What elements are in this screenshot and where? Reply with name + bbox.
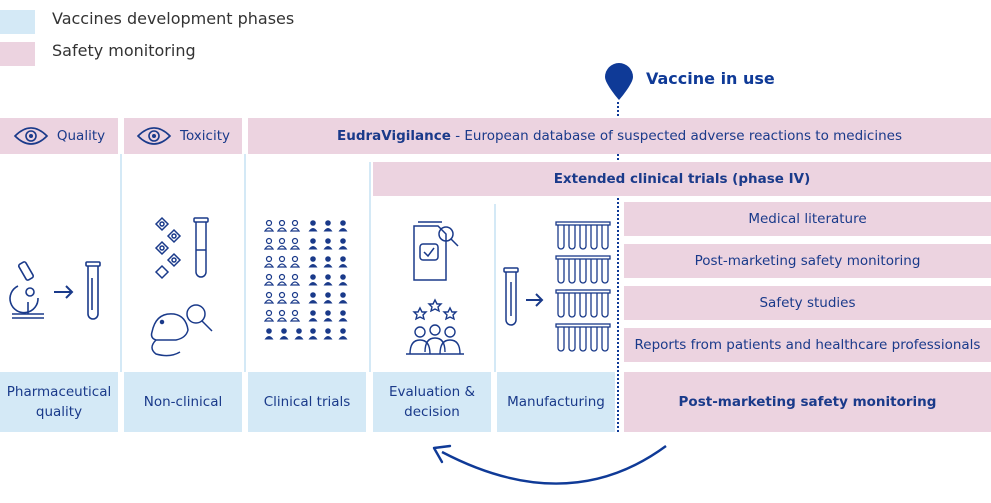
feedback-arrow-icon <box>428 438 672 490</box>
phase-label: Manufacturing <box>507 393 605 410</box>
post-item-medical-literature: Medical literature <box>624 202 991 236</box>
column-divider <box>120 154 122 372</box>
legend-swatch-development <box>0 10 35 34</box>
extended-trials-bar: Extended clinical trials (phase IV) <box>373 162 991 196</box>
phase-label-line: Pharmaceutical <box>6 383 112 400</box>
post-item-label: Medical literature <box>748 211 867 227</box>
eudravigilance-description: - European database of suspected adverse… <box>450 128 902 144</box>
phase-pharmaceutical-quality: Pharmaceutical quality <box>0 372 118 432</box>
legend-swatch-safety <box>0 42 35 66</box>
phase-non-clinical: Non-clinical <box>124 372 242 432</box>
column-divider <box>244 154 246 372</box>
extended-trials-label: Extended clinical trials (phase IV) <box>553 171 811 187</box>
quality-label: Quality <box>56 128 106 144</box>
column-divider <box>494 204 496 372</box>
phase-evaluation-decision: Evaluation & decision <box>373 372 491 432</box>
phase-label: Non-clinical <box>143 393 223 410</box>
legend-label-safety: Safety monitoring <box>52 41 196 60</box>
post-item-reports: Reports from patients and healthcare pro… <box>624 328 991 362</box>
eudravigilance-bar: EudraVigilance - European database of su… <box>248 118 991 154</box>
phase-manufacturing: Manufacturing <box>497 372 615 432</box>
phase-label: Post-marketing safety monitoring <box>678 393 937 410</box>
phase-post-marketing: Post-marketing safety monitoring <box>624 372 991 432</box>
cells-and-mouse-icon <box>146 214 216 364</box>
post-item-label: Post-marketing safety monitoring <box>694 253 921 269</box>
phase-label: Clinical trials <box>263 393 351 410</box>
quality-bar: Quality <box>0 118 118 154</box>
post-item-label: Safety studies <box>759 295 856 311</box>
phase-clinical-trials: Clinical trials <box>248 372 366 432</box>
column-divider <box>369 162 371 372</box>
post-item-safety-studies: Safety studies <box>624 286 991 320</box>
people-group-icon <box>264 220 354 358</box>
location-pin-icon <box>603 62 635 102</box>
toxicity-bar: Toxicity <box>124 118 242 154</box>
toxicity-label: Toxicity <box>180 128 230 144</box>
vaccine-in-use-label: Vaccine in use <box>646 69 775 88</box>
phase-label-line: Evaluation & <box>388 383 476 400</box>
legend-label-development: Vaccines development phases <box>52 9 295 28</box>
test-tube-production-icon <box>502 220 614 360</box>
eudravigilance-title: EudraVigilance <box>337 128 451 144</box>
post-item-safety-monitoring: Post-marketing safety monitoring <box>624 244 991 278</box>
post-item-label: Reports from patients and healthcare pro… <box>634 337 981 353</box>
eye-icon <box>13 126 49 146</box>
document-and-panel-icon <box>402 216 468 362</box>
eye-icon <box>136 126 172 146</box>
phase-label-line: decision <box>404 404 460 420</box>
phase-label-line: quality <box>35 404 83 420</box>
microscope-to-test-tube-icon <box>8 258 108 324</box>
vaccine-in-use-divider <box>617 102 619 432</box>
